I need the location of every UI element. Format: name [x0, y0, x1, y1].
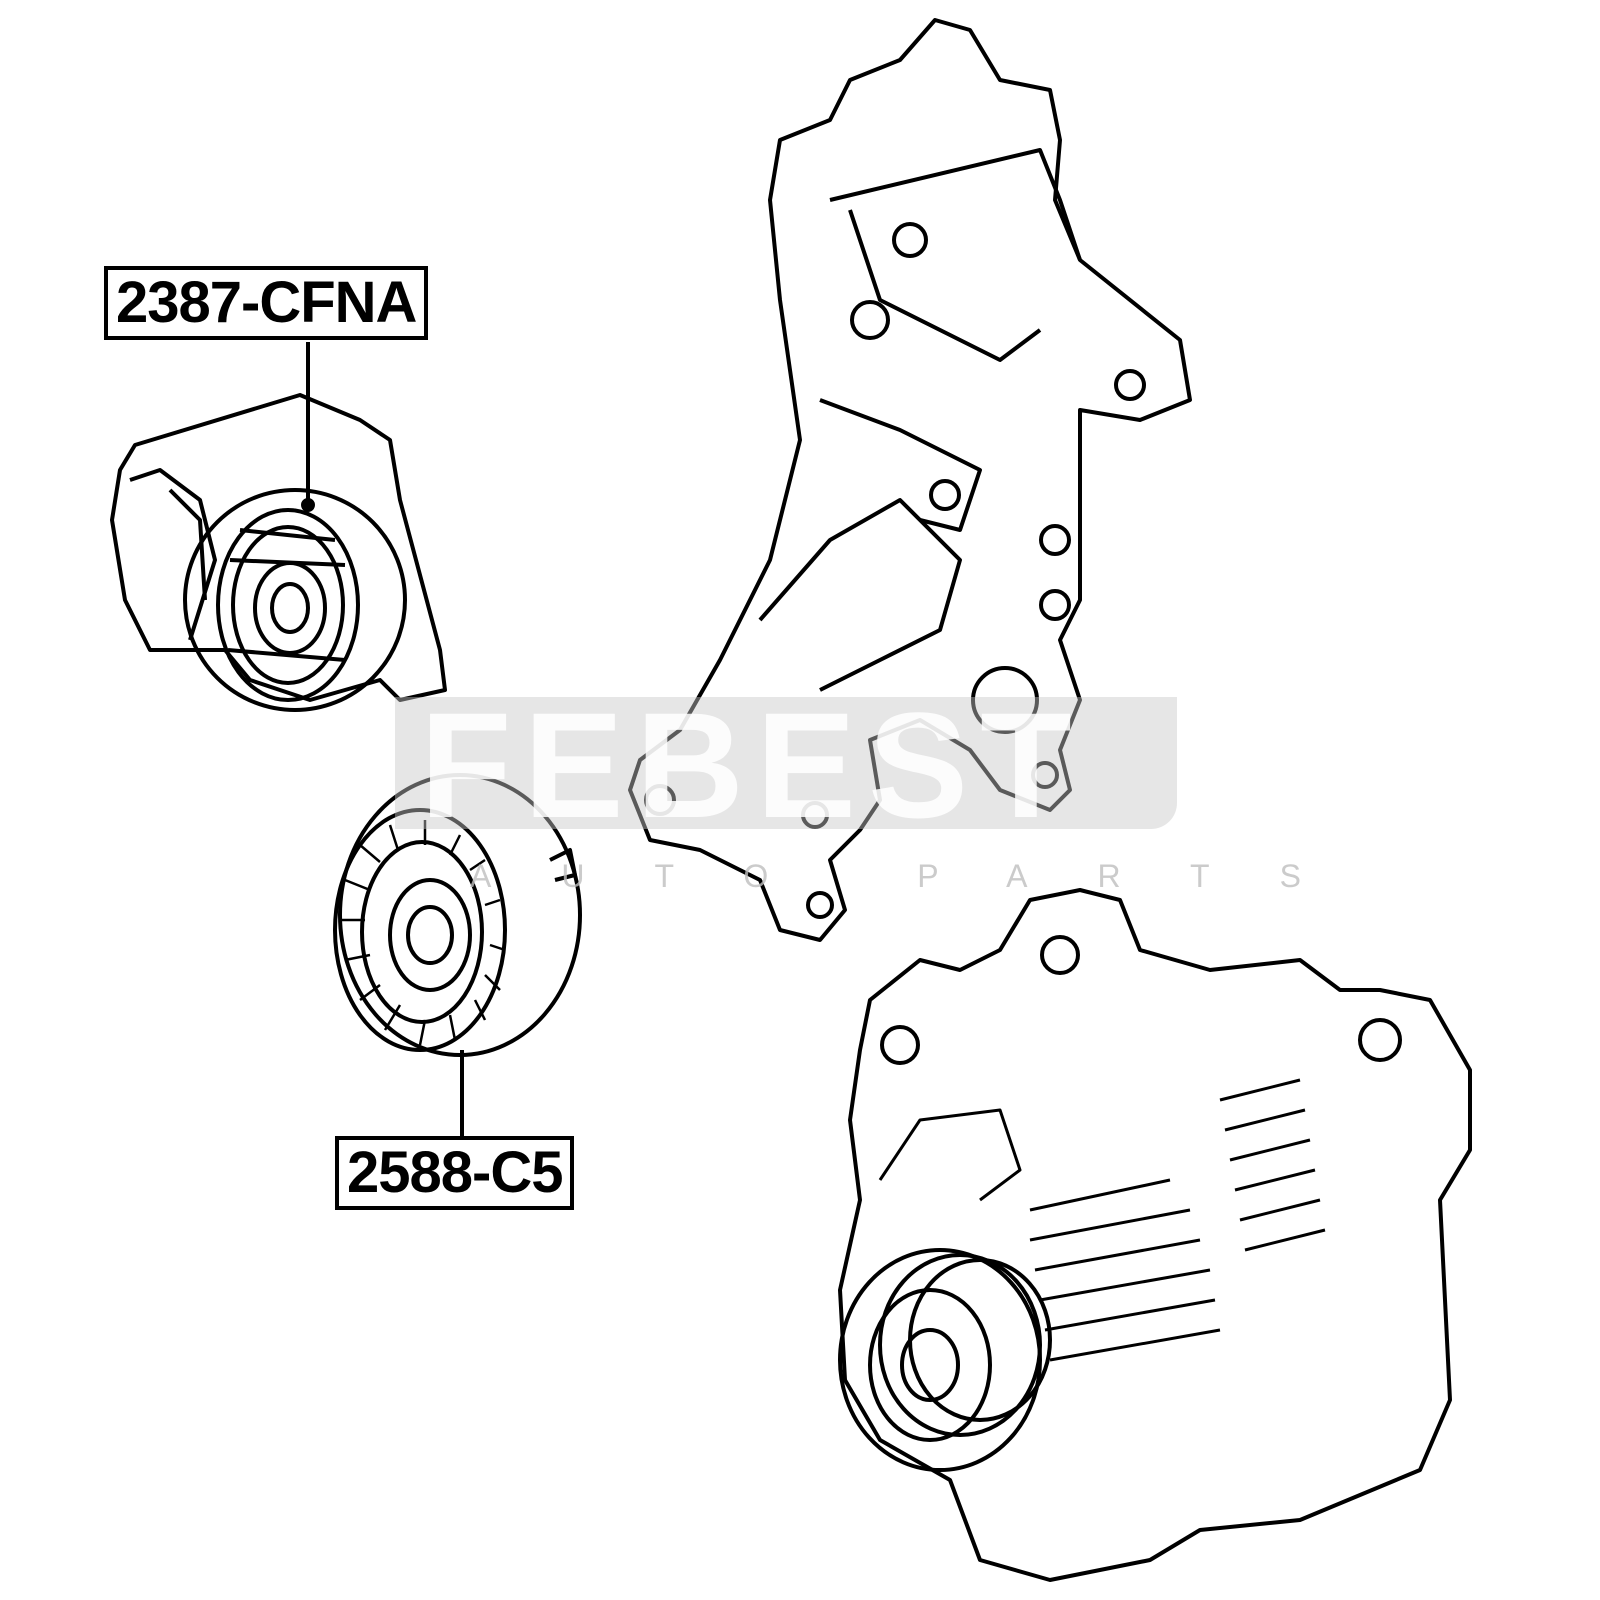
watermark-tagline: AUTO PARTS: [470, 858, 1371, 894]
watermark-brand: FEBEST: [420, 681, 1084, 849]
alternator-drawing: [838, 888, 1472, 1582]
idler-pulley-drawing: [333, 773, 582, 1057]
watermark-band: [395, 697, 1177, 829]
mounting-bracket-drawing: [628, 18, 1192, 942]
tensioner-leader-dot: [301, 498, 315, 512]
part-label-tensioner: 2387-CFNA: [104, 266, 429, 340]
part-label-idler-pulley: 2588-C5: [335, 1136, 575, 1210]
tensioner-assembly-drawing: [110, 393, 447, 712]
